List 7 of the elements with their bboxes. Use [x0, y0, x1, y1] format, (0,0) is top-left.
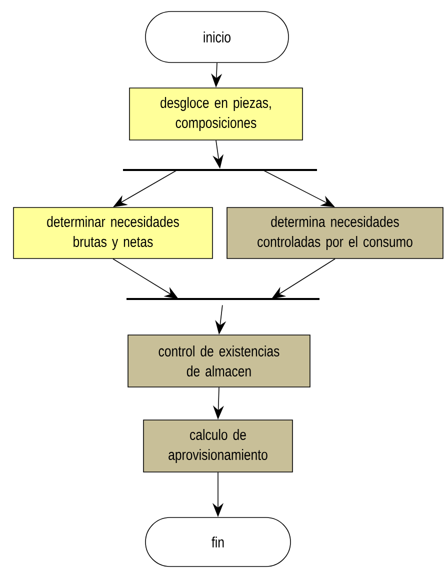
process-box: calculo de aprovisionamiento [143, 420, 293, 472]
process-box: determinar necesidades brutas y netas [13, 207, 213, 259]
terminal-box: inicio [145, 11, 289, 63]
terminal-box: fin [145, 517, 291, 567]
process-box: determina necesidades controladas por el consumo [226, 207, 444, 259]
process-box: control de existencias de almacen [128, 334, 310, 388]
process-box: desgloce en piezas, composiciones [129, 88, 303, 140]
